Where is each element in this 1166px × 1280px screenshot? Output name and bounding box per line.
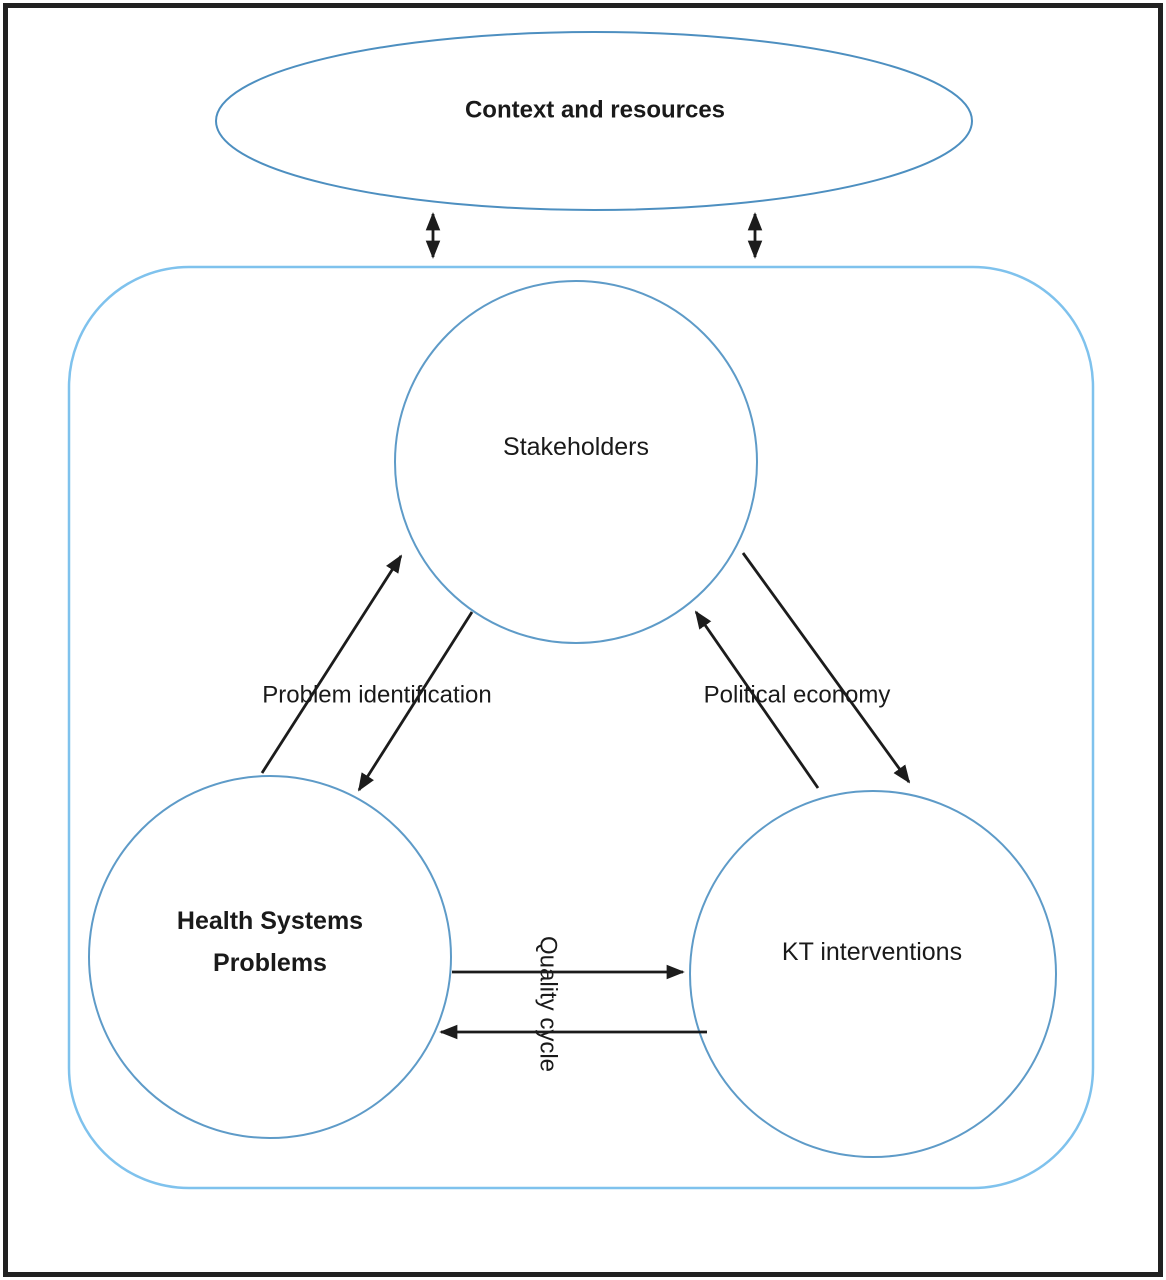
health-systems-problems-label-line2: Problems — [213, 949, 327, 977]
problem-identification-label: Problem identification — [262, 682, 491, 709]
political-economy-arrow-down — [741, 552, 911, 784]
political-economy-arrow-up — [694, 610, 820, 789]
quality-cycle-label: Quality cycle — [535, 936, 562, 1072]
political-economy-label: Political economy — [704, 682, 891, 709]
system-boundary-box — [67, 265, 1095, 1190]
context-resources-ellipse — [215, 31, 973, 211]
health-systems-problems-label-line1: Health Systems — [177, 907, 363, 935]
kt-interventions-node — [689, 790, 1057, 1158]
problem-identification-arrow-up — [260, 554, 403, 774]
figure-frame — [3, 3, 1163, 1277]
context-resources-label: Context and resources — [465, 97, 725, 124]
health-systems-problems-node — [88, 775, 452, 1139]
stakeholders-node — [394, 280, 758, 644]
stakeholders-label: Stakeholders — [503, 433, 649, 461]
problem-identification-arrow-down — [357, 611, 474, 792]
kt-interventions-label: KT interventions — [782, 938, 962, 966]
